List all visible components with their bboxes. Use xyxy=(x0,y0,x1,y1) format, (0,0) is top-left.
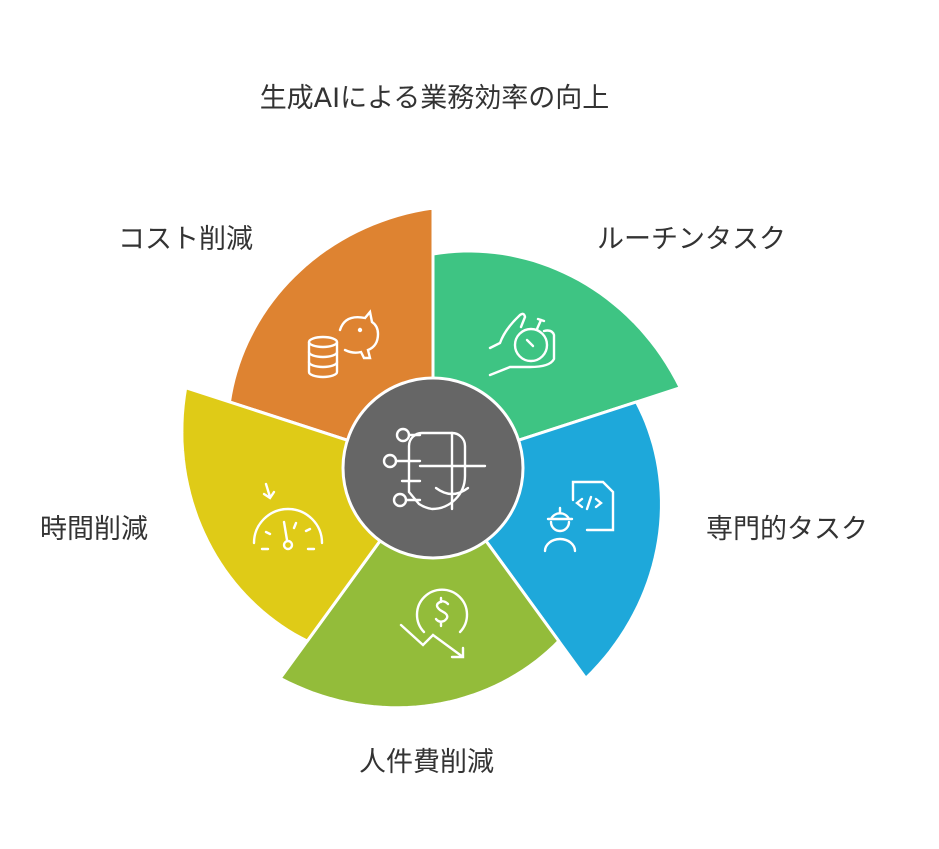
segment-1 xyxy=(431,249,682,445)
speedometer-icon xyxy=(252,482,324,551)
segment-0 xyxy=(228,206,435,445)
segment-2 xyxy=(478,400,663,680)
label-routine-tasks: ルーチンタスク xyxy=(597,224,786,255)
diagram-title: 生成AIによる業務効率の向上 xyxy=(259,83,610,114)
label-time-reduction: 時間削減 xyxy=(40,514,148,545)
ai-face-circuit-icon xyxy=(382,427,487,511)
center-circle xyxy=(341,376,525,560)
piggy-bank-coins-icon xyxy=(307,309,380,379)
label-specialized-tasks: 専門的タスク xyxy=(706,514,868,545)
dollar-down-trend-icon xyxy=(399,588,469,659)
segment-3 xyxy=(278,531,561,710)
segment-4 xyxy=(180,386,388,643)
label-labor-cost-reduction: 人件費削減 xyxy=(359,747,494,778)
hand-stopwatch-icon xyxy=(488,312,556,377)
engineer-code-icon xyxy=(543,480,615,553)
label-cost-reduction: コスト削減 xyxy=(118,224,253,255)
